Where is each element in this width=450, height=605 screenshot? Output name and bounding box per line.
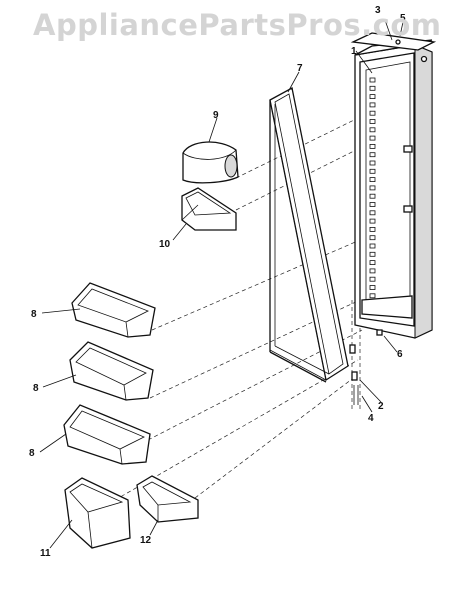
liner-hole: [369, 226, 376, 232]
liner-hole: [369, 94, 376, 99]
callout-4: 4: [368, 413, 374, 424]
liner-hole: [369, 160, 376, 166]
callout-7: 7: [297, 63, 303, 74]
liner-hole: [369, 260, 376, 266]
door-shelf-bottom: [63, 404, 151, 465]
liner-hole: [369, 185, 376, 191]
dairy-bin: [181, 187, 237, 231]
liner-hole: [369, 276, 376, 282]
liner-hole: [369, 77, 376, 83]
liner-hole: [369, 152, 376, 158]
liner-hole: [369, 293, 376, 299]
liner-hole: [369, 135, 376, 141]
small-bin: [136, 475, 199, 523]
callout-8-middle: 8: [33, 383, 39, 394]
liner-hole: [369, 210, 376, 216]
callout-11: 11: [40, 548, 51, 559]
liner-hole: [369, 285, 376, 290]
callout-2: 2: [378, 401, 384, 412]
liner-hole: [369, 168, 376, 174]
callout-labels: 1 2 3 4 5 6 7 8 8 8 9 10 11 12: [29, 5, 406, 559]
liner-hole: [369, 243, 376, 249]
liner-hole: [369, 102, 376, 108]
dairy-door: [182, 141, 239, 184]
screw-icon: [420, 55, 428, 63]
liner-hole: [369, 110, 376, 116]
door-assembly: [354, 39, 433, 339]
liner-hole: [369, 202, 376, 207]
liner-hole: [369, 85, 376, 91]
door-bracket-upper: [403, 145, 413, 153]
liner-hole: [369, 119, 376, 124]
callout-leaders: [39, 19, 404, 549]
callout-9: 9: [213, 110, 219, 121]
callout-8-bottom: 8: [29, 448, 35, 459]
door-shelf-top: [71, 282, 156, 338]
liner-hole: [369, 177, 376, 183]
door-shelf-middle: [69, 341, 154, 401]
liner-hole: [369, 218, 376, 224]
liner-hole: [369, 235, 376, 241]
door-bracket-lower: [403, 205, 413, 213]
hinge-hardware: [349, 329, 383, 405]
liner-hole: [369, 127, 376, 133]
door-gasket: [269, 87, 349, 383]
callout-8-top: 8: [31, 309, 37, 320]
callout-12: 12: [140, 535, 152, 546]
deep-bin: [64, 477, 131, 549]
liner-hole: [369, 143, 376, 149]
liner-hole: [369, 251, 376, 257]
liner-hole: [369, 193, 376, 199]
callout-1: 1: [351, 46, 357, 57]
alignment-lines: [114, 119, 363, 501]
callout-3: 3: [375, 5, 381, 16]
callout-5: 5: [400, 13, 406, 24]
top-cap: [350, 32, 437, 63]
callout-6: 6: [397, 349, 403, 360]
liner-hole: [369, 268, 376, 274]
watermark-logo: AppliancePartsPros.com: [33, 8, 442, 42]
callout-10: 10: [159, 239, 171, 250]
